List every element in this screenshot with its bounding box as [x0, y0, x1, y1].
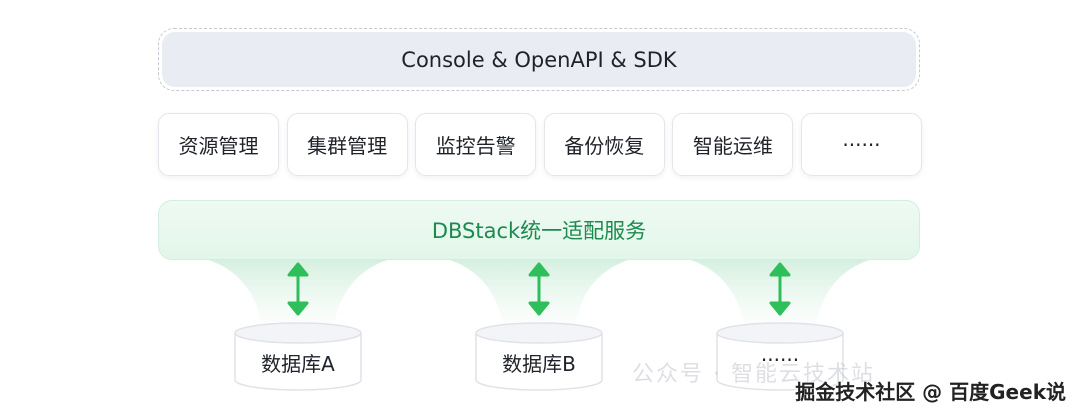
console-label: Console & OpenAPI & SDK: [401, 47, 677, 72]
module-resource-management: 资源管理: [158, 113, 279, 176]
module-more: ······: [800, 113, 922, 176]
console-layer: Console & OpenAPI & SDK: [162, 32, 916, 87]
database-label: 数据库B: [502, 352, 576, 376]
module-intelligent-ops: 智能运维: [672, 113, 794, 176]
module-cluster-management: 集群管理: [286, 113, 408, 176]
database-b: 数据库B: [475, 322, 603, 392]
module-label: 监控告警: [435, 134, 516, 158]
database-cylinder-icon: [475, 322, 603, 391]
console-frame: [158, 28, 920, 91]
module-label: 资源管理: [178, 134, 259, 158]
module-label: ······: [842, 132, 881, 157]
watermark: 掘金技术社区 @ 百度Geek说: [795, 380, 1066, 404]
module-label: 备份恢复: [564, 134, 645, 158]
module-backup-restore: 备份恢复: [543, 113, 665, 176]
arrow-c: [769, 262, 791, 316]
database-label: ······: [760, 348, 800, 372]
database-cylinder-icon: [234, 322, 362, 391]
faint-watermark: 公众号 · 智能云技术站: [632, 362, 875, 387]
module-monitoring-alert: 监控告警: [415, 113, 537, 176]
arrow-b: [528, 262, 550, 316]
module-label: 集群管理: [307, 134, 388, 158]
database-a: 数据库A: [234, 322, 362, 392]
database-label: 数据库A: [261, 352, 335, 376]
database-cylinder-icon: [716, 322, 844, 391]
arrow-a: [287, 262, 309, 316]
module-row: 资源管理 集群管理 监控告警 备份恢复 智能运维 ······: [158, 113, 922, 176]
adapter-service-bar: DBStack统一适配服务: [158, 200, 920, 260]
database-more: ······: [716, 322, 844, 392]
adapter-service-label: DBStack统一适配服务: [431, 219, 647, 243]
module-label: 智能运维: [692, 134, 773, 158]
